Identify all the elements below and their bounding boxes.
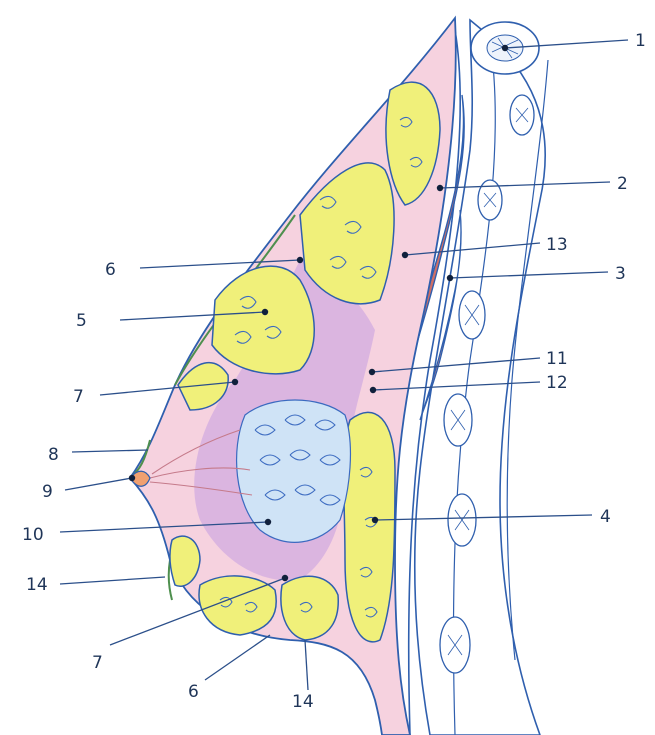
label-11: 11 xyxy=(546,349,568,369)
leader-9 xyxy=(65,478,132,490)
label-5: 5 xyxy=(76,311,87,331)
label-8: 8 xyxy=(48,445,59,465)
leader-14b xyxy=(305,640,308,690)
label-10: 10 xyxy=(22,525,44,545)
dot-3 xyxy=(447,275,453,281)
leader-8 xyxy=(72,450,148,452)
label-9: 9 xyxy=(42,482,53,502)
label-4: 4 xyxy=(600,507,611,527)
dot-2 xyxy=(437,185,443,191)
dot-11 xyxy=(369,369,375,375)
label-13: 13 xyxy=(546,235,568,255)
dot-9 xyxy=(129,475,135,481)
dot-5 xyxy=(262,309,268,315)
dot-1 xyxy=(502,45,508,51)
label-1: 1 xyxy=(635,31,646,51)
label-7a: 7 xyxy=(73,387,84,407)
leader-6b xyxy=(205,635,270,680)
label-3: 3 xyxy=(615,264,626,284)
label-14b: 14 xyxy=(292,692,314,712)
label-6a: 6 xyxy=(105,260,116,280)
dot-10 xyxy=(265,519,271,525)
dot-7b xyxy=(282,575,288,581)
dot-13 xyxy=(402,252,408,258)
label-6b: 6 xyxy=(188,682,199,702)
label-7b: 7 xyxy=(92,653,103,673)
label-12: 12 xyxy=(546,373,568,393)
dot-6a xyxy=(297,257,303,263)
dot-7a xyxy=(232,379,238,385)
leader-14a xyxy=(60,577,165,584)
label-2: 2 xyxy=(617,174,628,194)
dot-12 xyxy=(370,387,376,393)
label-14a: 14 xyxy=(26,575,48,595)
dot-4 xyxy=(372,517,378,523)
